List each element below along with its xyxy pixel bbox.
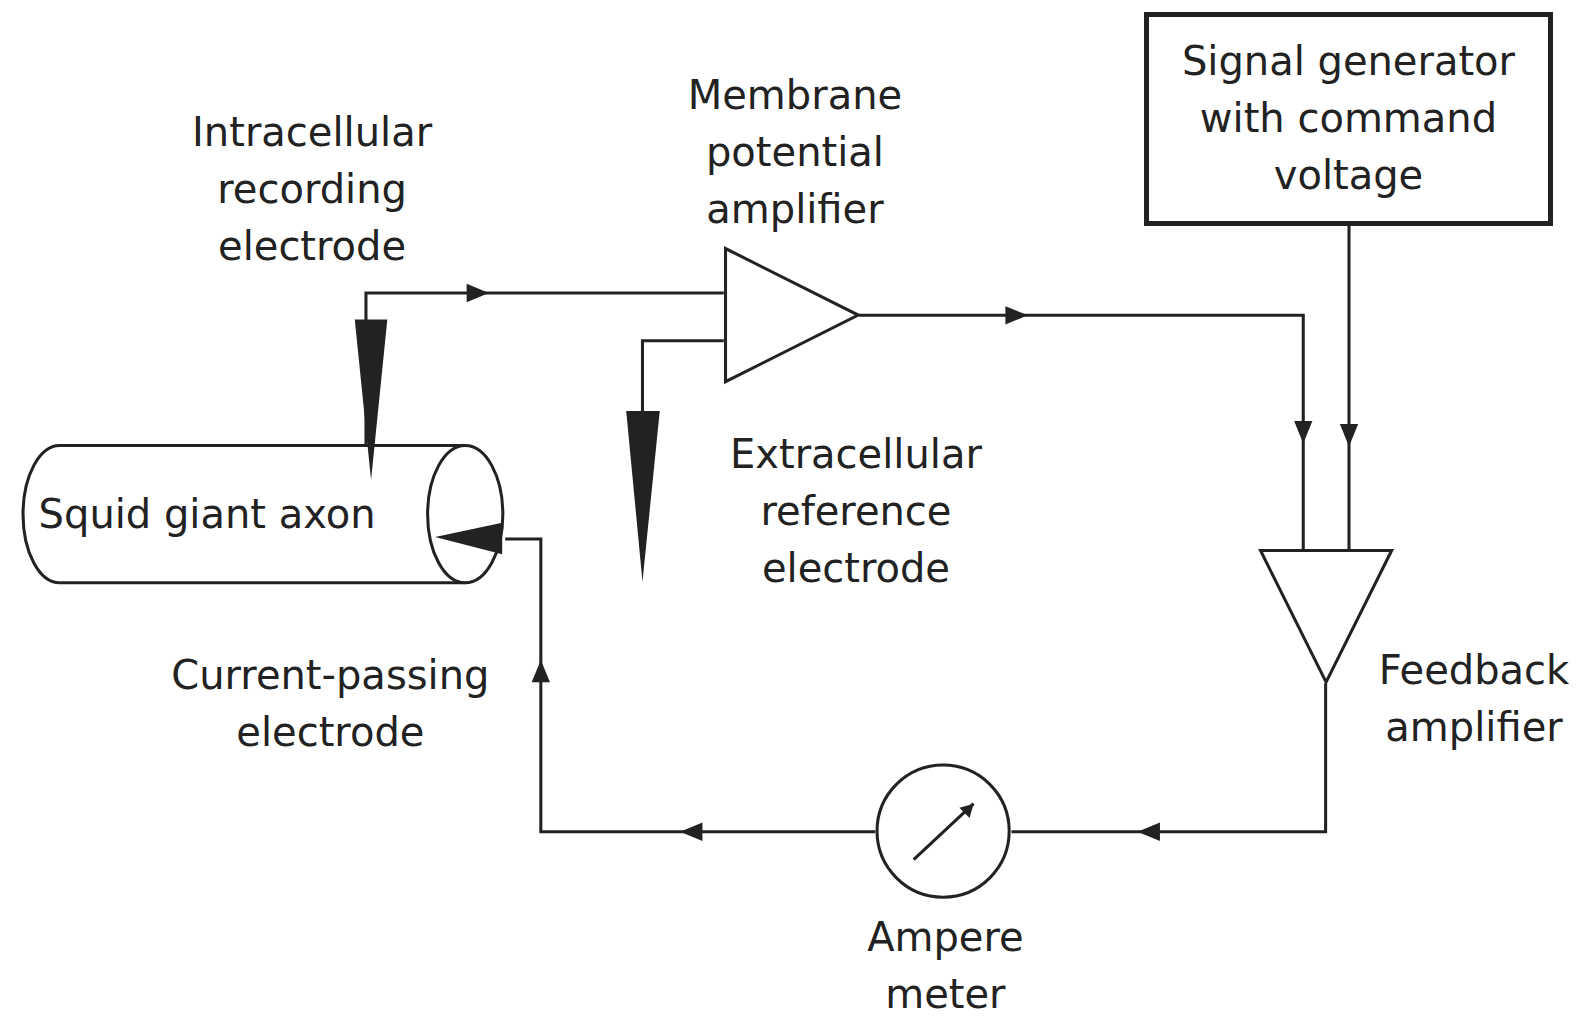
reference-wire <box>642 341 723 412</box>
signal-wire <box>366 293 724 444</box>
arrowhead <box>1340 424 1358 446</box>
node-label: Feedback amplifier <box>1347 642 1594 756</box>
outline <box>725 249 858 382</box>
triDown-outline <box>1259 549 1393 683</box>
axon-cylinder: Squid giant axon <box>22 444 505 584</box>
meter-needle <box>914 804 974 860</box>
arrowhead <box>1138 823 1160 841</box>
outline <box>428 446 503 583</box>
arrowhead <box>1005 306 1027 324</box>
node-label: Signal generator with command voltage <box>1153 33 1545 204</box>
circle-outline <box>875 763 1011 899</box>
node-label: Squid giant axon <box>39 486 376 543</box>
outline <box>877 765 1009 897</box>
outline <box>23 446 465 583</box>
connector-group <box>1340 226 1358 549</box>
extracellular-electrode <box>626 411 660 582</box>
arrowhead <box>467 284 489 302</box>
electrode-label: Intracellular recording electrode <box>160 104 465 275</box>
connector-group <box>366 284 724 445</box>
arrowhead <box>1294 421 1312 443</box>
arrowhead <box>532 660 550 682</box>
arrowhead <box>680 823 702 841</box>
signal-wire <box>1011 683 1325 831</box>
electrode-label: Extracellular reference electrode <box>698 426 1013 597</box>
amplifier-triangle: Membrane potential amplifier <box>724 247 859 383</box>
node-label: Membrane potential amplifier <box>653 67 938 238</box>
signal-wire <box>1347 226 1350 549</box>
node-label: Ampere meter <box>839 909 1052 1018</box>
electrode-label: Current-passing electrode <box>127 647 534 761</box>
outline <box>1260 550 1391 682</box>
generator-box: Signal generator with command voltage <box>1144 12 1554 225</box>
intracellular-electrode <box>355 319 388 480</box>
amplifier-triangle: Feedback amplifier <box>1259 549 1393 683</box>
connector-group <box>1011 683 1325 841</box>
meter-needle-head <box>960 804 974 818</box>
current-electrode <box>435 523 502 555</box>
ampere-meter: Ampere meter <box>875 763 1011 899</box>
triRight-outline <box>724 247 859 383</box>
